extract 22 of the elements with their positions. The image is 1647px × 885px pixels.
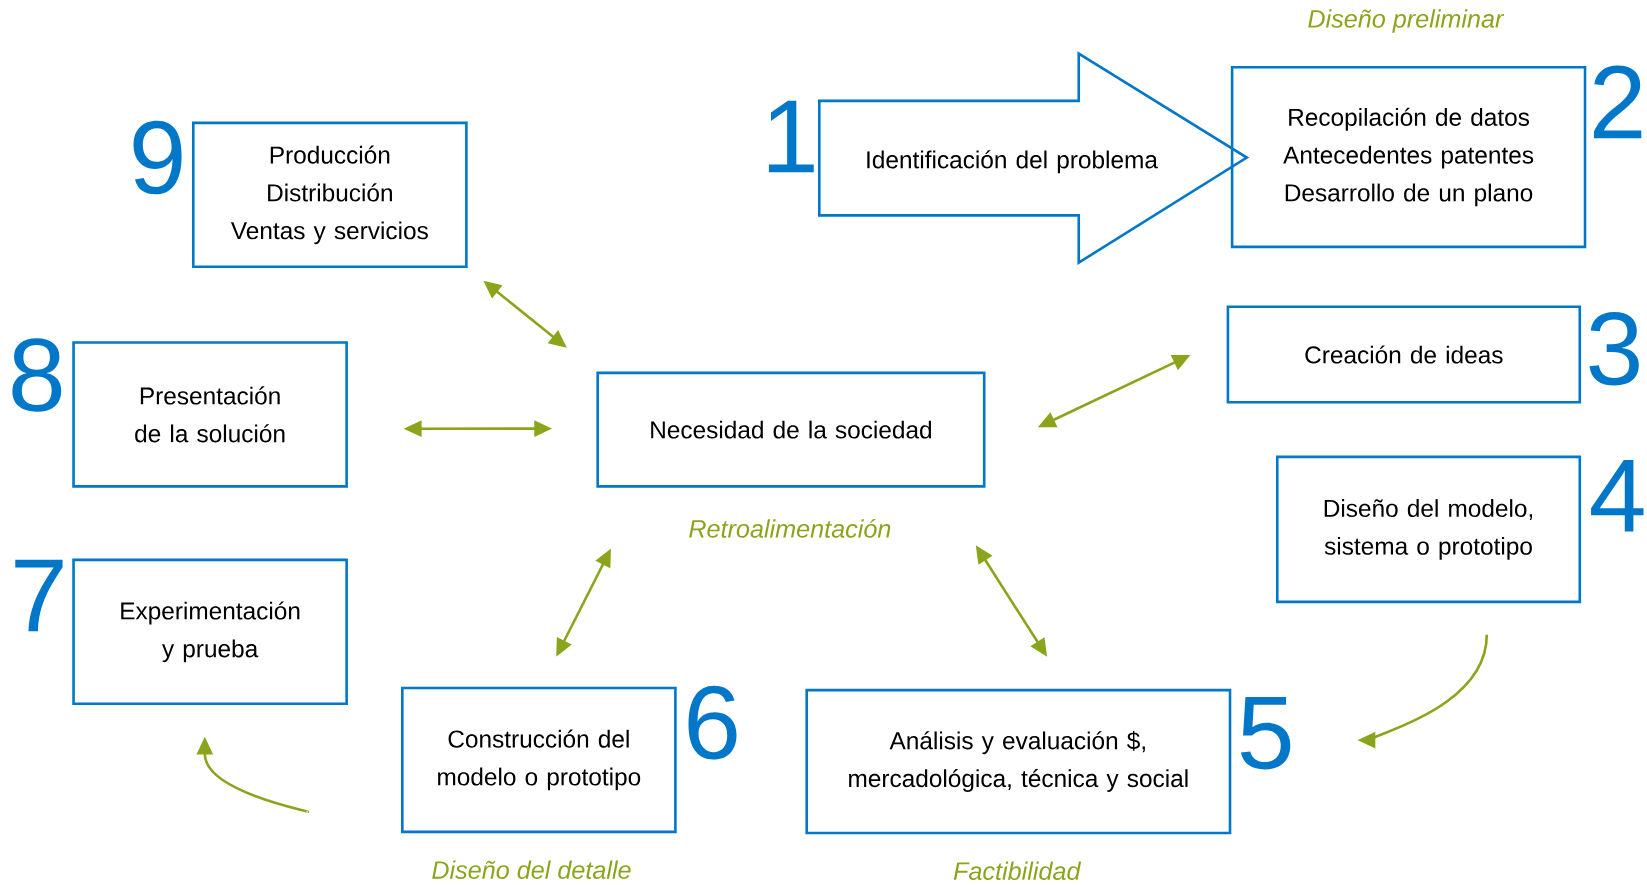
process-box: Producción Distribución Ventas y servicios — [192, 121, 468, 269]
process-box: Presentación de la solución — [72, 341, 348, 488]
step-number: 2 — [1593, 65, 1642, 139]
phase-label: Diseño del detalle — [432, 860, 631, 879]
process-box: Experimentación y prueba — [72, 558, 348, 706]
step-number: 7 — [15, 559, 63, 632]
step-number: 9 — [133, 120, 182, 195]
step-number: 4 — [1591, 460, 1644, 532]
phase-label: Retroalimentación — [689, 518, 891, 538]
step-number: 5 — [1240, 696, 1291, 770]
process-box: Recopilación de datos Antecedentes patentes Desarrollo de un plano — [1230, 65, 1587, 249]
phase-label: Factibilidad — [953, 861, 1082, 880]
step-number: 8 — [12, 338, 62, 412]
process-box: Diseño del modelo, sistema o prototipo — [1275, 455, 1582, 604]
step-number: 3 — [1589, 311, 1639, 386]
phase-label: Diseño preliminar — [1308, 9, 1505, 33]
process-box: Análisis y evaluación $, mercadológica, técnica y social — [805, 688, 1232, 835]
step-number: 1 — [768, 100, 814, 173]
process-box: Construcción del modelo o prototipo — [401, 686, 677, 834]
process-box: Necesidad de la sociedad — [596, 371, 986, 488]
process-box: Creación de ideas — [1226, 305, 1582, 404]
step-number: 6 — [688, 685, 737, 760]
